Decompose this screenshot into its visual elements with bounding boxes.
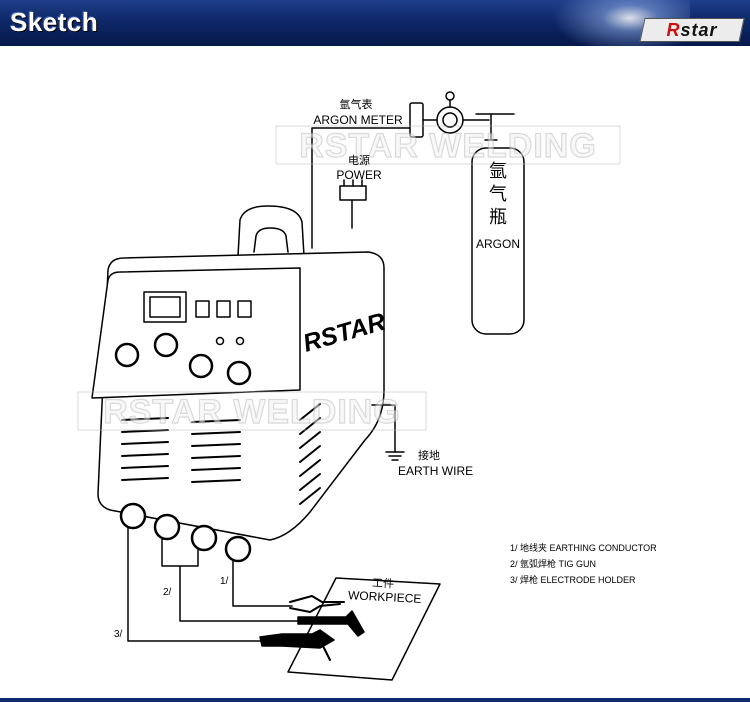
cable-tig <box>161 538 301 622</box>
legend-item: 2/ 氩弧焊枪 TIG GUN <box>510 559 597 569</box>
watermark-middle: RSTAR WELDING <box>103 393 401 431</box>
front-panel <box>91 267 301 399</box>
front-vents <box>121 417 241 483</box>
cylinder-label: ARGON <box>475 237 521 251</box>
earth-label-cn: 接地 <box>418 450 440 462</box>
cylinder-label-cn-1: 氩 <box>489 161 507 181</box>
knob-4 <box>226 360 252 386</box>
component-legend: 1/ 地线夹 EARTHING CONDUCTOR 2/ 氩弧焊枪 TIG GU… <box>510 540 657 588</box>
socket-3 <box>190 524 218 552</box>
watermarks: RSTAR WELDING RSTAR WELDING <box>77 125 621 432</box>
power-plug <box>339 185 367 201</box>
header-banner: Sketch Rstar <box>0 0 750 46</box>
knob-3 <box>188 353 214 379</box>
power-label-cn: 电源 <box>348 155 370 167</box>
legend-item: 3/ 焊枪 ELECTRODE HOLDER <box>510 575 636 585</box>
argon-cylinder <box>471 147 525 335</box>
argon-meter-label: ARGON METER <box>313 113 403 127</box>
power-label: POWER <box>336 168 382 182</box>
cylinder-valve <box>475 113 515 141</box>
tig-torch <box>297 610 365 637</box>
argon-hose <box>311 127 413 249</box>
cylinder-label-cn-3: 瓶 <box>489 207 507 227</box>
cable-label-2: 2/ <box>163 587 172 598</box>
argon-meter-label-cn: 氩气表 <box>339 99 373 111</box>
socket-2 <box>153 513 181 541</box>
ground-symbol <box>385 451 405 461</box>
knob-1 <box>114 342 140 368</box>
earth-clamp <box>289 595 345 613</box>
cable-label-1: 1/ <box>220 576 229 587</box>
cable-label-3: 3/ <box>114 629 123 640</box>
cable-electrode <box>127 527 263 642</box>
earth-wire <box>371 404 396 453</box>
socket-1 <box>119 502 147 530</box>
cylinder-label-cn-2: 气 <box>489 184 507 204</box>
socket-4 <box>224 535 252 563</box>
earth-wire-label: EARTH WIRE <box>398 464 474 478</box>
cable-earthing <box>232 560 293 607</box>
legend-item: 1/ 地线夹 EARTHING CONDUCTOR <box>510 543 657 553</box>
side-vents <box>299 403 321 505</box>
footer-bar <box>0 698 750 702</box>
page-title: Sketch <box>10 7 99 37</box>
watermark-top: RSTAR WELDING <box>299 127 597 165</box>
knob-2 <box>153 332 179 358</box>
electrode-holder <box>259 629 335 649</box>
